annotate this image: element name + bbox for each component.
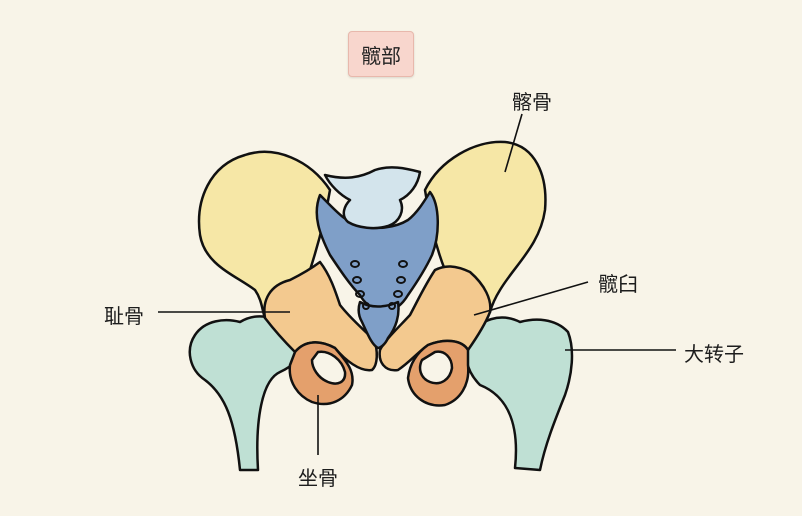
left-femur bbox=[188, 315, 303, 472]
leader-line-ilium bbox=[504, 113, 523, 173]
label-pubis: 耻骨 bbox=[104, 304, 144, 328]
label-ilium: 髂骨 bbox=[512, 90, 552, 114]
right-obturator-foramen bbox=[418, 350, 454, 385]
label-acetabulum: 髋臼 bbox=[598, 272, 638, 296]
leader-line-acetabulum bbox=[473, 281, 589, 316]
lumbar-vertebra bbox=[323, 166, 422, 230]
left-obturator-foramen bbox=[310, 350, 347, 385]
page-title: 髋部 bbox=[348, 31, 414, 77]
label-ischium: 坐骨 bbox=[298, 466, 338, 490]
right-femur bbox=[464, 316, 574, 472]
label-greater-trochanter: 大转子 bbox=[684, 342, 744, 366]
